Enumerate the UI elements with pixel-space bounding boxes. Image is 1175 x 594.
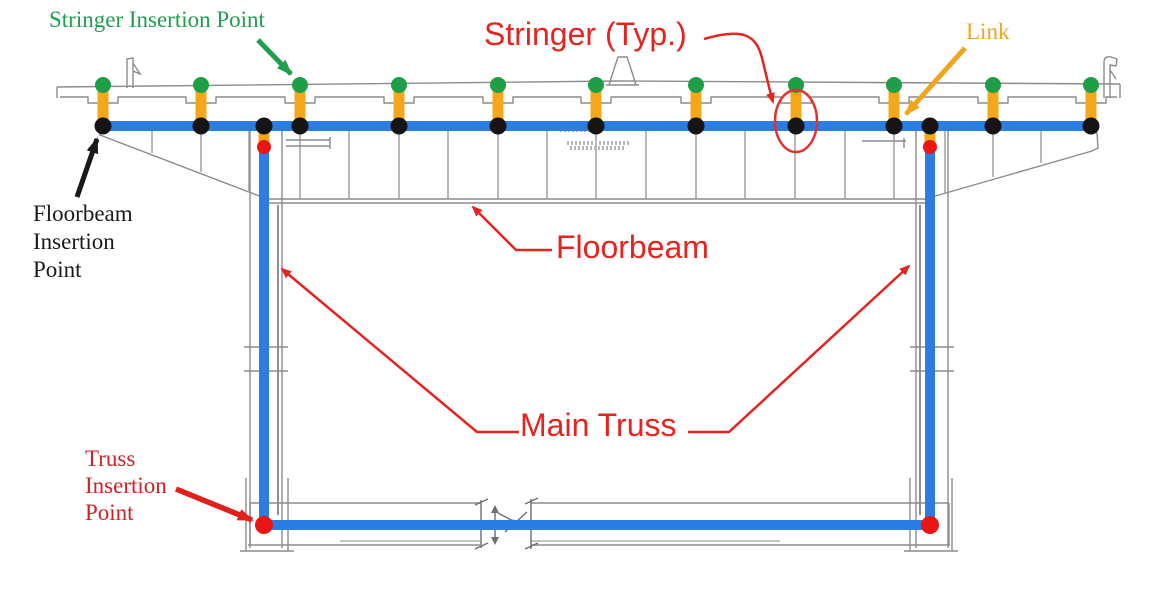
floorbeam-insertion-dot [587, 117, 605, 135]
floorbeam-insertion-dots [94, 117, 1100, 135]
floorbeam-insertion-point-line3: Point [33, 257, 82, 282]
stringer-link [690, 85, 702, 126]
truss-link-dot [257, 140, 271, 154]
floorbeam-insertion-point-line2: Insertion [33, 229, 115, 254]
left-truss-outline [249, 130, 283, 548]
bottom-chord-outline [248, 502, 950, 546]
stringer-link [590, 85, 602, 126]
truss-insertion-point-line3: Point [85, 500, 134, 525]
floorbeam-insertion-arrow [74, 137, 100, 198]
truss-top-brackets [286, 137, 906, 149]
stringer-link [790, 85, 802, 126]
truss-insertion-dot [921, 516, 939, 534]
main-truss-bottom-chord [259, 520, 935, 530]
floorbeam-label: Floorbeam [556, 229, 709, 265]
highlighted-members [96, 121, 1092, 530]
truss-link [924, 126, 936, 147]
stringer-link [294, 85, 306, 126]
truss-insertion-arrow [174, 486, 254, 523]
floorbeam-leader [471, 205, 552, 252]
deck-top-edge [56, 80, 1121, 88]
stringer-insertion-dots [95, 77, 1099, 93]
link-label: Link [966, 19, 1010, 44]
insertion-dots [94, 77, 1100, 534]
floorbeam-insertion-dot [94, 117, 112, 135]
stringer-link [492, 85, 504, 126]
floorbeam-insertion-dot [984, 117, 1002, 135]
deck-bottom-edge [60, 96, 1117, 104]
left-main-truss-vertical [259, 145, 269, 530]
stringer-typ-leader [703, 32, 775, 104]
truss-insertion-point-line1: Truss [85, 446, 136, 471]
stringer-insertion-dot [588, 77, 604, 93]
floorbeam-insertion-dot [291, 117, 309, 135]
left-rail-post [126, 57, 134, 88]
floorbeam-stiffeners [151, 131, 1042, 199]
stringer-insertion-dot [688, 77, 704, 93]
truss-insertion-dots [255, 140, 939, 534]
stringer-insertion-dot [1083, 77, 1099, 93]
median-barrier [606, 56, 639, 86]
floorbeam-insertion-dot [192, 117, 210, 135]
stringer-insertion-dot [886, 77, 902, 93]
main-truss-leader-right [688, 264, 911, 434]
floorbeam-insertion-dot [255, 117, 273, 135]
floorbeam-insertion-dot [921, 117, 939, 135]
truss-link [258, 126, 270, 147]
floorbeam-insertion-dot [885, 117, 903, 135]
right-truss-gusset [904, 478, 958, 552]
floorbeam-insertion-point-label: Floorbeam Insertion Point [33, 200, 133, 284]
main-truss-label: Main Truss [520, 407, 677, 443]
truss-insertion-dot [255, 516, 273, 534]
stringer-link [393, 85, 405, 126]
link-members [97, 85, 1097, 147]
main-truss-leader-left [280, 267, 519, 434]
stringer-insertion-dot [391, 77, 407, 93]
stringer-insertion-dot [490, 77, 506, 93]
stringer-insertion-arrow [256, 38, 293, 76]
stringer-link [1085, 85, 1097, 126]
floorbeam-insertion-point-line1: Floorbeam [33, 201, 133, 226]
stringer-insertion-point-label: Stringer Insertion Point [49, 7, 265, 32]
stringer-insertion-dot [95, 77, 111, 93]
stringer-insertion-dot [788, 77, 804, 93]
bottom-chord-splice-arrowheads [491, 505, 519, 545]
stringer-insertion-dot [193, 77, 209, 93]
truss-insertion-point-line2: Insertion [85, 473, 167, 498]
floorbeam-bottom-edge [262, 198, 932, 204]
right-main-truss-vertical [925, 145, 935, 530]
stringer-insertion-dot [292, 77, 308, 93]
stringer-insertion-dot [985, 77, 1001, 93]
left-rail-flag [132, 62, 142, 76]
floorbeam-insertion-dot [787, 117, 805, 135]
floorbeam-insertion-dot [489, 117, 507, 135]
truss-insertion-point-label: Truss Insertion Point [85, 445, 167, 526]
truss-link-dot [923, 140, 937, 154]
stringer-link [97, 85, 109, 126]
right-rail-post [1103, 56, 1118, 98]
floorbeam-insertion-dot [1082, 117, 1100, 135]
background-drawing [56, 56, 1121, 552]
link-arrow [904, 46, 967, 116]
stringer-link [987, 85, 999, 126]
annotation-graphics [74, 32, 967, 523]
floorbeam-left-taper [99, 134, 263, 198]
floorbeam-right-taper [931, 150, 1093, 198]
stringer-highlight-ellipse [773, 88, 819, 154]
stringer-link [888, 85, 900, 126]
floorbeam-insertion-dot [390, 117, 408, 135]
stringer-link [195, 85, 207, 126]
floorbeam-insertion-dot [687, 117, 705, 135]
right-truss-outline [915, 130, 949, 548]
stringer-typical-label: Stringer (Typ.) [484, 16, 687, 52]
